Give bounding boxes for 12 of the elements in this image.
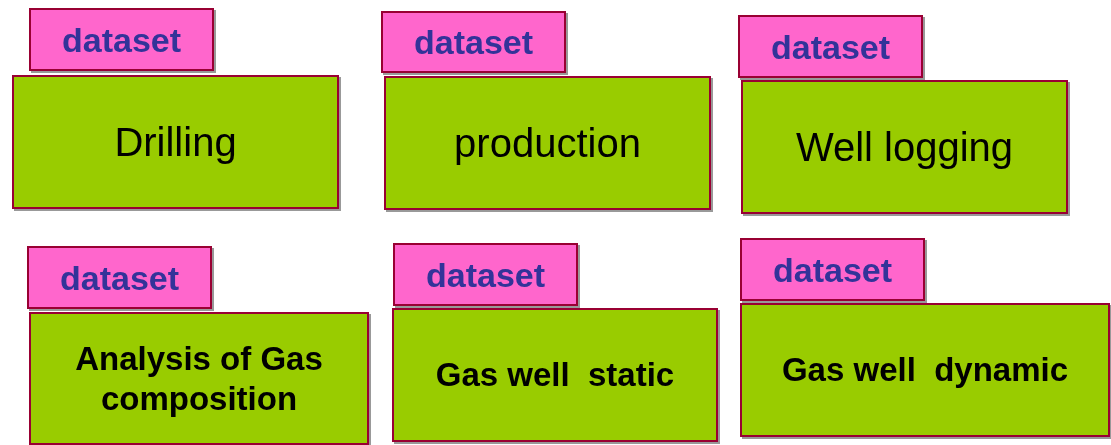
tab-label: dataset <box>27 246 212 309</box>
tab-label: dataset <box>738 15 923 78</box>
dataset-box: Gas well static <box>392 308 718 442</box>
tab-label: dataset <box>393 243 578 306</box>
dataset-box: Analysis of Gas composition <box>29 312 369 445</box>
dataset-box: Well logging <box>741 80 1068 214</box>
tab-label: dataset <box>740 238 925 301</box>
tab-label: dataset <box>381 11 566 73</box>
dataset-box: production <box>384 76 711 210</box>
dataset-box: Gas well dynamic <box>740 303 1110 437</box>
dataset-box: Drilling <box>12 75 339 209</box>
tab-label: dataset <box>29 8 214 71</box>
